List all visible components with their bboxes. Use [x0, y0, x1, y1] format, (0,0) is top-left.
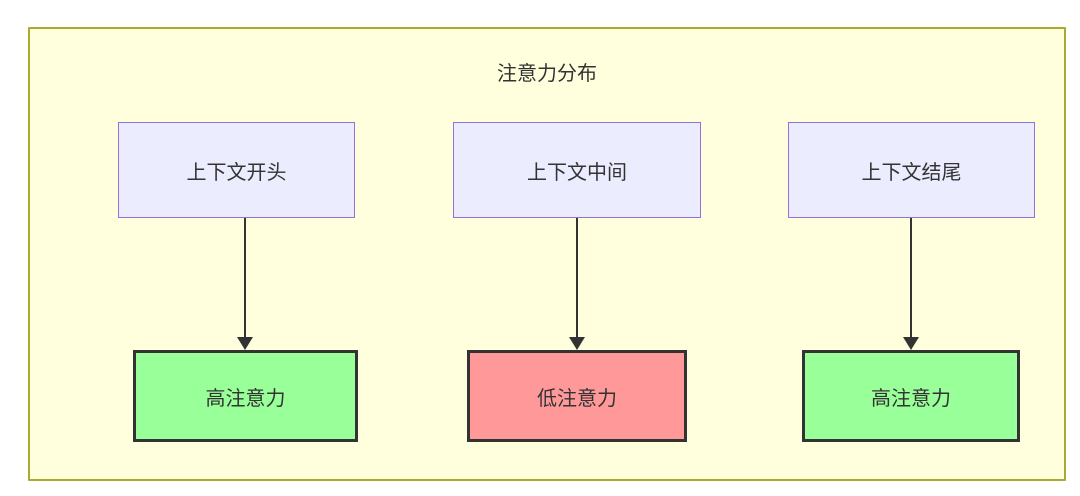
node-context-middle: 上下文中间: [453, 122, 701, 218]
node-low-attention-middle-label: 低注意力: [537, 387, 617, 410]
node-low-attention-middle: 低注意力: [467, 350, 687, 442]
node-high-attention-end-label: 高注意力: [871, 387, 951, 410]
arrow-middle-to-low: [569, 218, 585, 350]
node-context-end-label: 上下文结尾: [861, 161, 962, 184]
arrow-end-to-high: [903, 218, 919, 350]
arrowhead-down-icon: [237, 337, 253, 350]
attention-distribution-cluster: 注意力分布 上下文开头 上下文中间 上下文结尾 高注意力 低注意力 高注意力: [28, 27, 1066, 481]
arrow-start-to-high: [237, 218, 253, 350]
node-context-start-label: 上下文开头: [186, 161, 287, 184]
node-context-end: 上下文结尾: [788, 122, 1035, 218]
node-high-attention-start: 高注意力: [133, 350, 358, 442]
cluster-title: 注意力分布: [497, 63, 597, 85]
arrowhead-down-icon: [903, 337, 919, 350]
node-context-start: 上下文开头: [118, 122, 355, 218]
node-high-attention-end: 高注意力: [802, 350, 1020, 442]
node-high-attention-start-label: 高注意力: [205, 387, 286, 410]
node-context-middle-label: 上下文中间: [527, 161, 627, 184]
arrowhead-down-icon: [569, 337, 585, 350]
